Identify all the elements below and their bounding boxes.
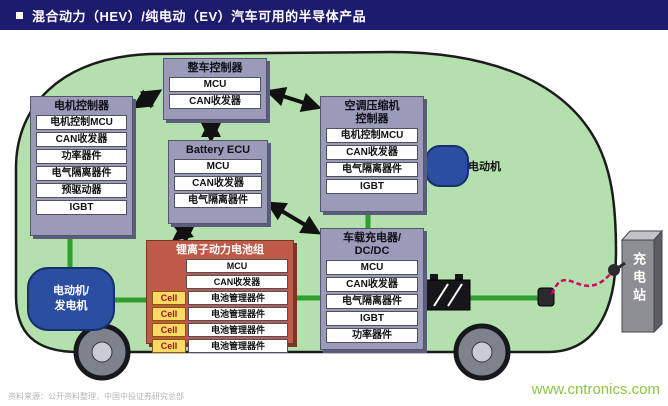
chip-item: 预驱动器 (36, 183, 127, 198)
watermark: www.cntronics.com (531, 381, 660, 398)
battery-ecu-title: Battery ECU (185, 144, 251, 156)
chip-item: MCU (326, 260, 418, 275)
chip-item: IGBT (36, 200, 127, 215)
chip-item: CAN收发器 (326, 277, 418, 292)
bms-item: 电池管理器件 (188, 307, 288, 321)
chip-item: MCU (186, 259, 288, 273)
cell-chip: Cell (152, 323, 186, 337)
charge-connector-icon (537, 287, 555, 307)
page-title: 混合动力（HEV）/纯电动（EV）汽车可用的半导体产品 (32, 8, 367, 24)
motor-cylinder (425, 145, 469, 187)
battery-pack-box: 锂离子动力电池组 MCU CAN收发器 Cell 电池管理器件 Cell 电池管… (146, 240, 294, 353)
battery-pack-title: 锂离子动力电池组 (176, 244, 264, 256)
charge-plug-icon (608, 264, 620, 276)
chip-item: 电机控制MCU (326, 128, 418, 143)
chip-item: 电气隔离器件 (326, 294, 418, 309)
battery-cell-row: Cell 电池管理器件 (152, 307, 288, 321)
chip-item: CAN收发器 (326, 145, 418, 160)
source-note: 资料来源：公开资料整理，中国中投证券研究总部 (8, 392, 184, 401)
front-wheel (73, 323, 131, 381)
vcu-box: 整车控制器 MCU CAN收发器 (163, 58, 267, 120)
front-wheel-hub (91, 341, 113, 363)
battery-icon (423, 274, 471, 311)
battery-cell-row: Cell 电池管理器件 (152, 339, 288, 353)
chip-item: 功率器件 (326, 328, 418, 343)
obc-title: 车载充电器/ DC/DC (342, 232, 402, 257)
rear-wheel-hub (471, 341, 493, 363)
comm-arrow-ecu-obc (265, 201, 322, 235)
chip-item: MCU (174, 159, 262, 174)
chip-item: CAN收发器 (186, 275, 288, 289)
chip-item: 电气隔离器件 (326, 162, 418, 177)
cell-chip: Cell (152, 307, 186, 321)
cell-chip: Cell (152, 291, 186, 305)
ac-controller-title: 空调压缩机 控制器 (344, 100, 400, 125)
battery-cell-row: Cell 电池管理器件 (152, 291, 288, 305)
battery-cell-row: Cell 电池管理器件 (152, 323, 288, 337)
comm-arrow-ecu-batterypack (172, 221, 196, 243)
obc-box: 车载充电器/ DC/DC MCU CAN收发器 电气隔离器件 IGBT 功率器件 (320, 228, 424, 350)
spacer (152, 275, 184, 289)
bms-item: 电池管理器件 (188, 291, 288, 305)
spacer (152, 259, 184, 273)
chip-item: CAN收发器 (169, 94, 261, 109)
motor-label: 电动机 (468, 161, 501, 173)
title-bullet-icon (16, 11, 23, 19)
chip-item: CAN收发器 (174, 176, 262, 191)
vcu-title: 整车控制器 (187, 62, 243, 74)
comm-arrow-vcu-ac (265, 87, 322, 112)
motor-controller-title: 电机控制器 (54, 100, 109, 112)
bms-item: 电池管理器件 (188, 323, 288, 337)
chip-item: 电机控制MCU (36, 115, 127, 130)
charge-plug-tip (617, 261, 626, 270)
motor-generator-label: 电动机/ 发电机 (52, 285, 90, 312)
chip-item: CAN收发器 (36, 132, 127, 147)
chip-item: IGBT (326, 179, 418, 194)
chip-item: IGBT (326, 311, 418, 326)
ac-controller-box: 空调压缩机 控制器 电机控制MCU CAN收发器 电气隔离器件 IGBT (320, 96, 424, 212)
motor-controller-box: 电机控制器 电机控制MCU CAN收发器 功率器件 电气隔离器件 预驱动器 IG… (30, 96, 133, 236)
chip-item: 功率器件 (36, 149, 127, 164)
chip-item: 电气隔离器件 (36, 166, 127, 181)
title-bar: 混合动力（HEV）/纯电动（EV）汽车可用的半导体产品 (0, 0, 668, 30)
rear-wheel (453, 323, 511, 381)
comm-arrow-vcu-motorctrl (131, 89, 163, 109)
cell-chip: Cell (152, 339, 186, 353)
chip-item: 电气隔离器件 (174, 193, 262, 208)
chip-item: MCU (169, 77, 261, 92)
battery-pack-row: CAN收发器 (152, 275, 288, 289)
charge-cable (550, 271, 613, 295)
battery-pack-row: MCU (152, 259, 288, 273)
charging-station-label: 充电站 (631, 252, 646, 306)
battery-ecu-box: Battery ECU MCU CAN收发器 电气隔离器件 (168, 140, 268, 224)
bms-item: 电池管理器件 (188, 339, 288, 353)
